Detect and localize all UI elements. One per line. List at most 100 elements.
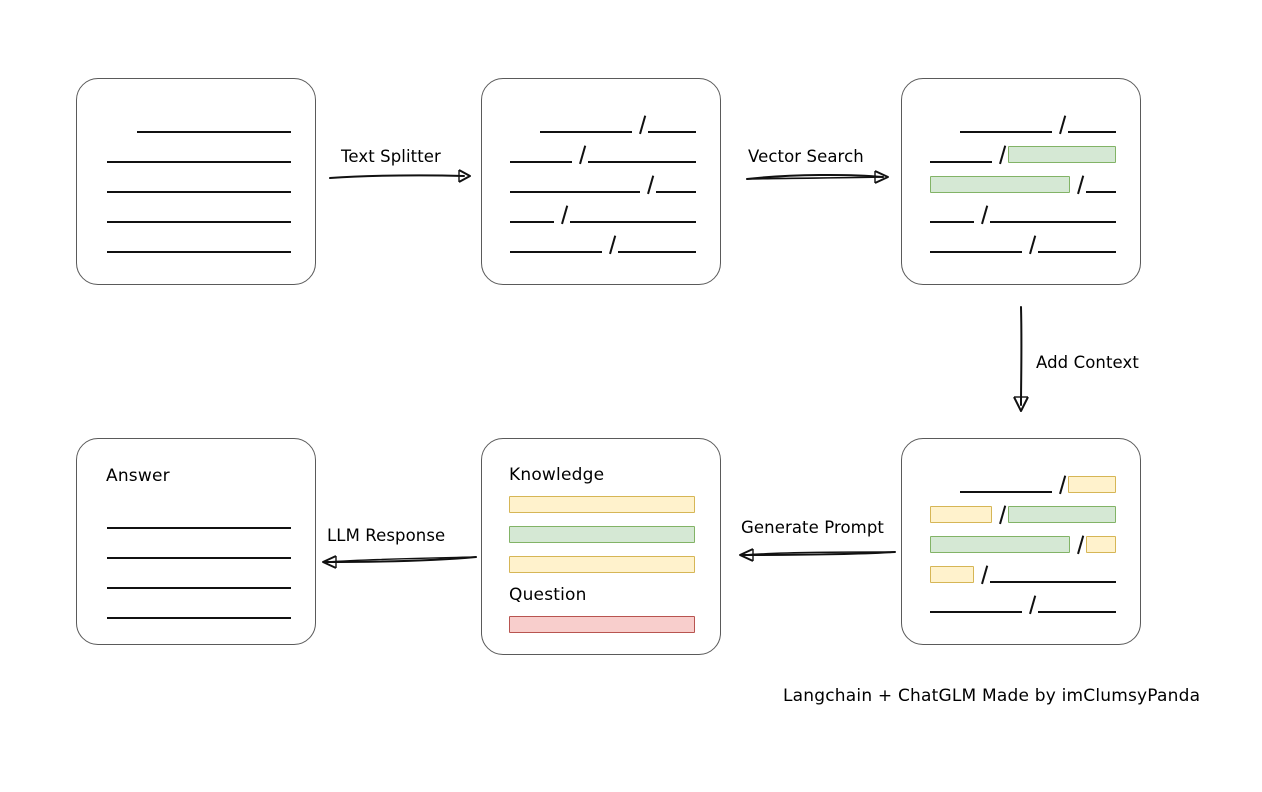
edge-label-text-splitter: Text Splitter bbox=[341, 147, 441, 166]
arrow-text-splitter bbox=[329, 169, 471, 183]
chunk-row bbox=[960, 115, 1116, 133]
chunk-segment bbox=[960, 115, 1052, 133]
split-slash-icon bbox=[602, 235, 618, 253]
arrow-generate-prompt bbox=[739, 548, 896, 562]
chunk-segment bbox=[1038, 595, 1116, 613]
context-chunks-card bbox=[901, 438, 1141, 645]
chunk-segment bbox=[990, 565, 1116, 583]
edge-label-vector-search: Vector Search bbox=[748, 147, 864, 166]
question-highlight bbox=[509, 616, 695, 633]
chunk-segment bbox=[930, 235, 1022, 253]
text-line-segment bbox=[107, 571, 291, 589]
text-line-segment bbox=[137, 115, 291, 133]
source-document-card bbox=[76, 78, 316, 285]
chunk-row bbox=[510, 175, 696, 193]
split-slash-icon bbox=[1022, 235, 1038, 253]
split-slash-icon bbox=[632, 115, 648, 133]
split-slash-icon bbox=[1070, 535, 1086, 553]
arrow-vector-search bbox=[746, 170, 889, 184]
chunk-row bbox=[930, 565, 1116, 583]
answer-line bbox=[107, 541, 291, 559]
text-line-segment bbox=[107, 541, 291, 559]
footer-credit: Langchain + ChatGLM Made by imClumsyPand… bbox=[783, 686, 1201, 706]
split-slash-icon bbox=[974, 205, 990, 223]
split-slash-icon bbox=[992, 505, 1008, 523]
chunk-segment bbox=[1038, 235, 1116, 253]
context-chunk-highlight bbox=[930, 506, 992, 523]
edge-label-generate-prompt: Generate Prompt bbox=[741, 518, 884, 537]
chunk-segment bbox=[510, 145, 572, 163]
question-item bbox=[509, 615, 695, 633]
chunk-segment bbox=[570, 205, 696, 223]
doc-line bbox=[107, 205, 291, 223]
chunk-segment bbox=[510, 235, 602, 253]
chunk-row bbox=[930, 535, 1116, 553]
split-slash-icon bbox=[1052, 475, 1068, 493]
text-line-segment bbox=[107, 601, 291, 619]
chunk-row bbox=[930, 175, 1116, 193]
matched-chunk-highlight bbox=[1008, 506, 1116, 523]
chunk-row bbox=[960, 475, 1116, 493]
prompt-card: Knowledge Question bbox=[481, 438, 721, 655]
arrow-add-context bbox=[1013, 306, 1029, 412]
text-line-segment bbox=[107, 175, 291, 193]
answer-line bbox=[107, 511, 291, 529]
chunk-segment bbox=[960, 475, 1052, 493]
knowledge-label: Knowledge bbox=[509, 465, 605, 485]
doc-line bbox=[107, 145, 291, 163]
split-slash-icon bbox=[992, 145, 1008, 163]
chunk-segment bbox=[1068, 115, 1116, 133]
split-chunks-card bbox=[481, 78, 721, 285]
answer-line bbox=[107, 601, 291, 619]
chunk-segment bbox=[930, 205, 974, 223]
text-line-segment bbox=[107, 511, 291, 529]
text-line-segment bbox=[107, 205, 291, 223]
chunk-row bbox=[510, 205, 696, 223]
context-chunk-highlight bbox=[509, 496, 695, 513]
chunk-row bbox=[510, 145, 696, 163]
edge-label-add-context: Add Context bbox=[1036, 353, 1139, 372]
answer-label: Answer bbox=[106, 466, 170, 486]
context-chunk-highlight bbox=[1086, 536, 1116, 553]
matched-chunk-highlight bbox=[509, 526, 695, 543]
edge-label-llm-response: LLM Response bbox=[327, 526, 446, 545]
split-slash-icon bbox=[572, 145, 588, 163]
split-slash-icon bbox=[1070, 175, 1086, 193]
chunk-row bbox=[930, 145, 1116, 163]
doc-line bbox=[107, 175, 291, 193]
text-line-segment bbox=[107, 145, 291, 163]
knowledge-item bbox=[509, 525, 695, 543]
chunk-row bbox=[510, 235, 696, 253]
chunk-row bbox=[930, 205, 1116, 223]
question-label: Question bbox=[509, 585, 587, 605]
knowledge-item bbox=[509, 495, 695, 513]
doc-line bbox=[137, 115, 291, 133]
answer-card: Answer bbox=[76, 438, 316, 645]
chunk-segment bbox=[656, 175, 696, 193]
chunk-segment bbox=[930, 595, 1022, 613]
chunk-segment bbox=[510, 205, 554, 223]
chunk-row bbox=[930, 505, 1116, 523]
split-slash-icon bbox=[974, 565, 990, 583]
chunk-segment bbox=[618, 235, 696, 253]
chunk-row bbox=[930, 235, 1116, 253]
answer-line bbox=[107, 571, 291, 589]
context-chunk-highlight bbox=[930, 566, 974, 583]
matched-chunk-highlight bbox=[930, 176, 1070, 193]
matched-chunk-highlight bbox=[930, 536, 1070, 553]
text-line-segment bbox=[107, 235, 291, 253]
chunk-segment bbox=[1086, 175, 1116, 193]
chunk-segment bbox=[588, 145, 696, 163]
chunk-segment bbox=[930, 145, 992, 163]
split-slash-icon bbox=[554, 205, 570, 223]
context-chunk-highlight bbox=[1068, 476, 1116, 493]
split-slash-icon bbox=[1052, 115, 1068, 133]
chunk-segment bbox=[648, 115, 696, 133]
chunk-segment bbox=[510, 175, 640, 193]
chunk-row bbox=[540, 115, 696, 133]
matched-chunks-card bbox=[901, 78, 1141, 285]
split-slash-icon bbox=[640, 175, 656, 193]
matched-chunk-highlight bbox=[1008, 146, 1116, 163]
chunk-row bbox=[930, 595, 1116, 613]
doc-line bbox=[107, 235, 291, 253]
